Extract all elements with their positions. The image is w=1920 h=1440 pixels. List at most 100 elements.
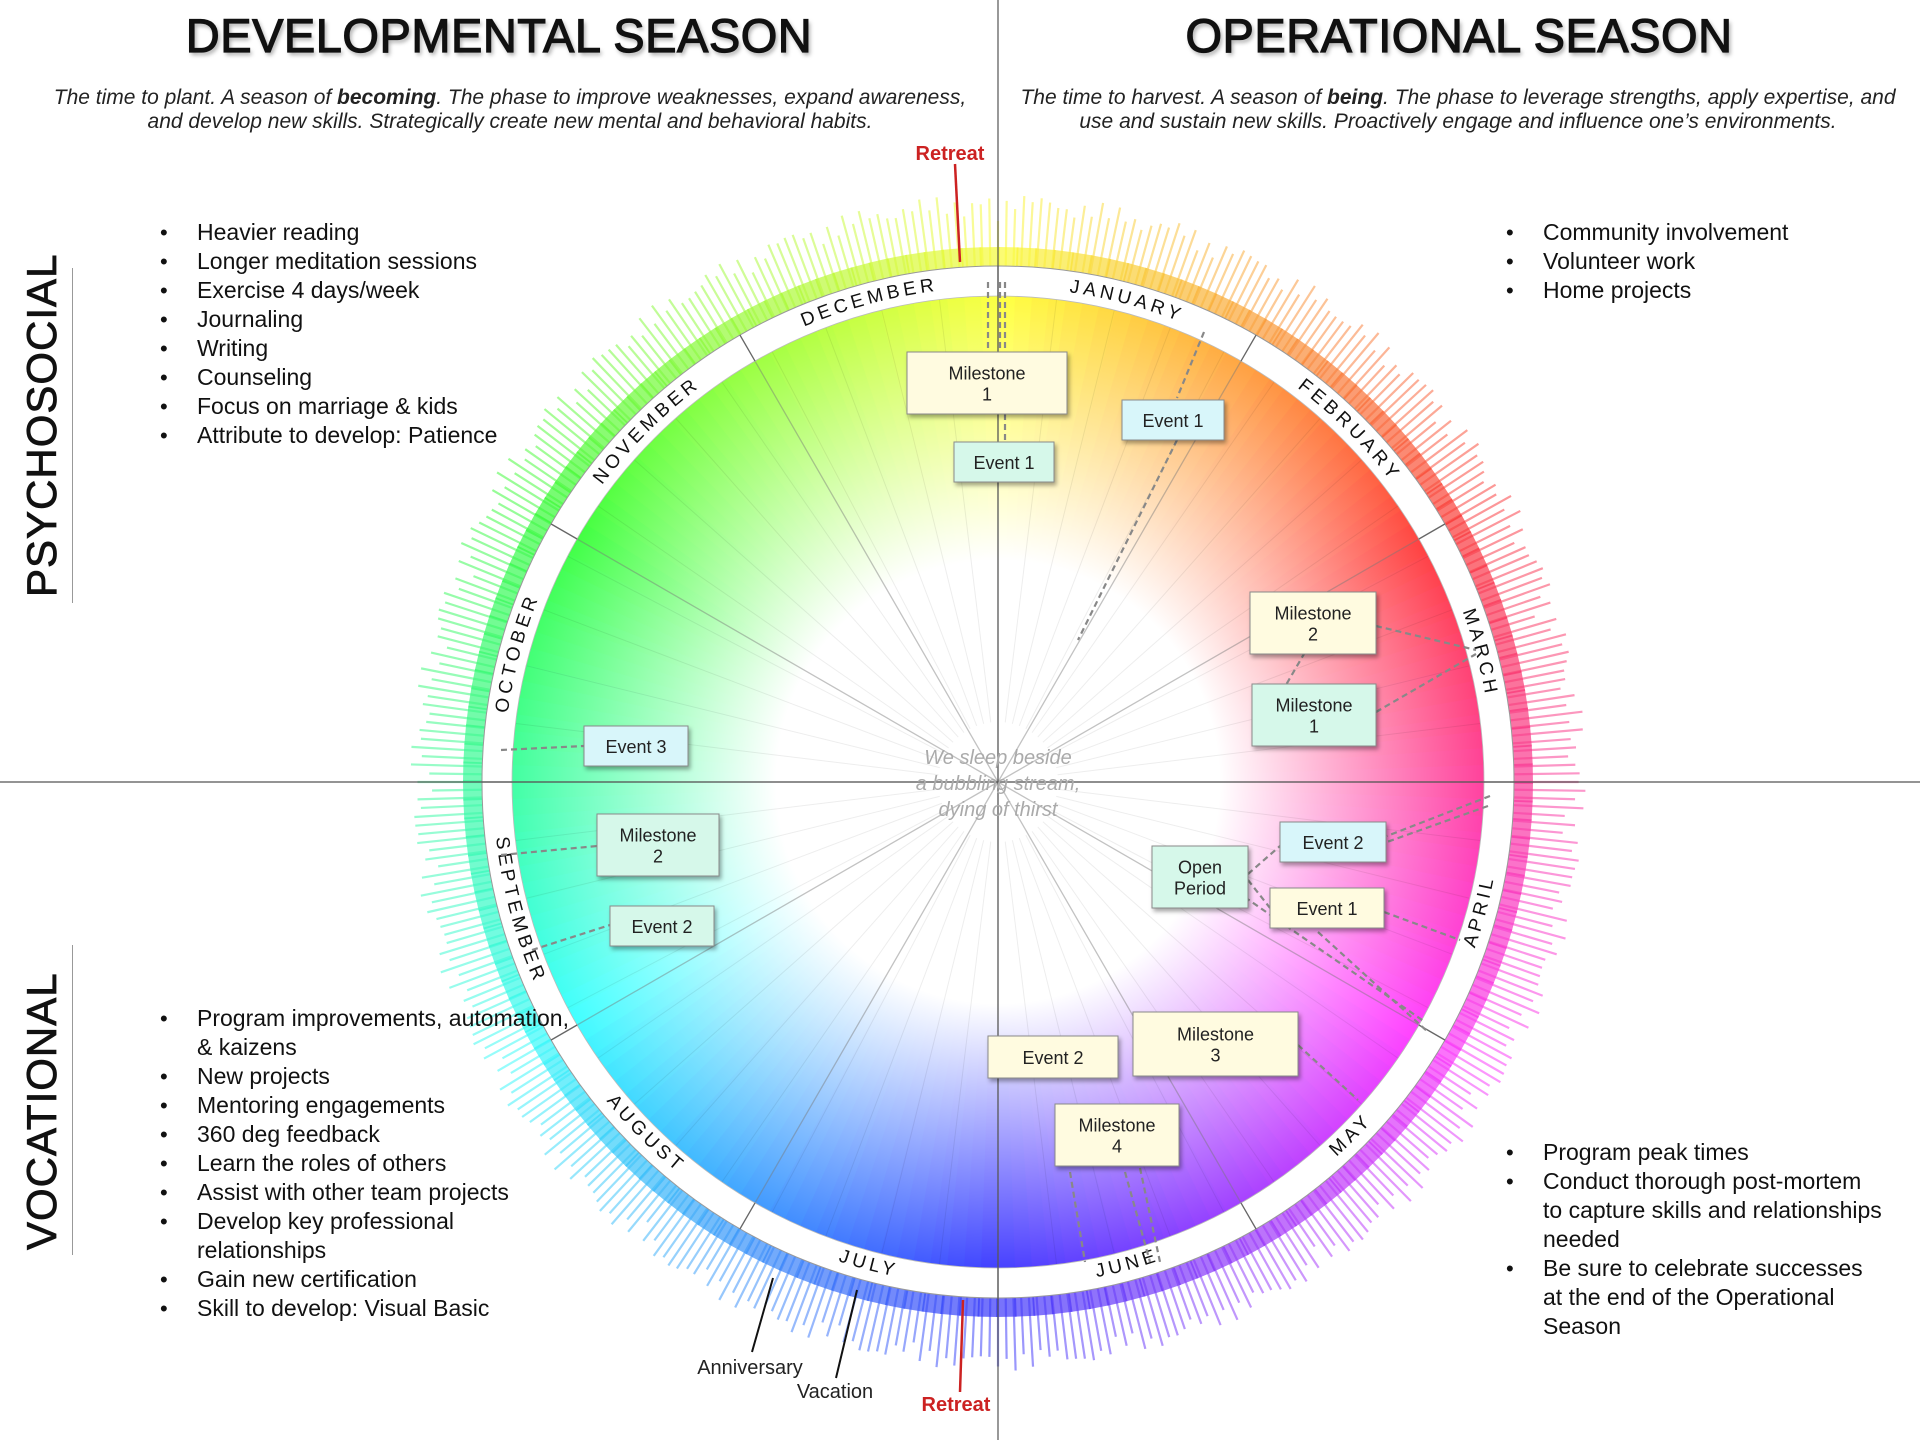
week-line xyxy=(1042,454,1368,743)
week-line xyxy=(1056,795,1477,901)
connector-line xyxy=(500,744,585,752)
list-item: Focus on marriage & kids xyxy=(160,392,580,421)
timeline-box-bg xyxy=(583,725,689,767)
list-item: Longer meditation sessions xyxy=(160,247,580,276)
week-line xyxy=(1011,303,1117,724)
list-item: Conduct thorough post-mortem to capture … xyxy=(1506,1167,1886,1254)
week-line xyxy=(670,826,959,1152)
vacation-line xyxy=(835,1289,858,1379)
connector-line xyxy=(1375,624,1477,652)
list-item: Community involvement xyxy=(1506,218,1886,247)
timeline-box-label: 2 xyxy=(653,847,663,867)
week-line xyxy=(1050,552,1435,755)
operational-season-title: OPERATIONAL SEASON xyxy=(1185,8,1733,62)
list-item: Journaling xyxy=(160,305,580,334)
timeline-box: Event 1 xyxy=(953,441,1055,483)
week-line xyxy=(628,821,954,1110)
center-quote-line: dying of thirst xyxy=(939,799,1059,821)
timeline-box-label: Milestone xyxy=(948,364,1025,384)
month-tick xyxy=(739,334,756,362)
timeline-box-bg xyxy=(1279,821,1387,863)
connector-line xyxy=(1386,804,1489,844)
anniversary-label: Anniversary xyxy=(697,1357,803,1379)
list-item: Program peak times xyxy=(1506,1138,1886,1167)
connector-line xyxy=(1247,879,1271,909)
week-line xyxy=(561,552,946,755)
timeline-box-label: 4 xyxy=(1112,1137,1122,1157)
timeline-box: Event 3 xyxy=(583,725,689,767)
week-line xyxy=(822,837,978,1244)
list-item: Volunteer work xyxy=(1506,247,1886,276)
week-line xyxy=(1053,802,1460,958)
list-item: Counseling xyxy=(160,363,580,392)
list-item: Skill to develop: Visual Basic xyxy=(160,1294,580,1323)
week-line xyxy=(938,841,992,1272)
connector-line xyxy=(1068,1171,1087,1263)
timeline-box-label: Event 3 xyxy=(605,737,666,757)
week-line xyxy=(1031,831,1279,1189)
list-item: Writing xyxy=(160,334,580,363)
timeline-box-bg xyxy=(1121,399,1225,441)
month-divider xyxy=(742,781,999,1224)
timeline-box-label: Event 2 xyxy=(1022,1048,1083,1068)
retreat-line-bottom xyxy=(958,1299,965,1393)
timeline-box-bg xyxy=(1054,1103,1180,1167)
month-divider xyxy=(997,781,1440,1038)
week-line xyxy=(536,802,943,958)
connector-line xyxy=(1383,910,1461,942)
connector-line xyxy=(1219,879,1426,1023)
week-line xyxy=(519,795,940,901)
list-item: Exercise 4 days/week xyxy=(160,276,580,305)
month-divider xyxy=(556,781,999,1038)
week-line xyxy=(1037,412,1326,738)
list-item: Heavier reading xyxy=(160,218,580,247)
psychosocial-developmental-list: Heavier readingLonger meditation session… xyxy=(160,218,580,450)
operational-description: The time to harvest. A season of being. … xyxy=(1008,86,1908,134)
timeline-box-bg xyxy=(596,813,720,877)
week-line xyxy=(1031,375,1279,733)
vocational-operational-list: Program peak timesConduct thorough post-… xyxy=(1506,1138,1886,1341)
week-line xyxy=(879,303,985,724)
timeline-box-bg xyxy=(906,351,1068,415)
op-desc-pre: The time to harvest. A season of xyxy=(1020,86,1328,109)
vocational-developmental-list: Program improvements, automation, & kaiz… xyxy=(160,1004,580,1323)
week-line xyxy=(1037,826,1326,1152)
month-tick xyxy=(739,1202,756,1230)
timeline-box: Event 1 xyxy=(1269,887,1385,929)
list-item: Be sure to celebrate successes at the en… xyxy=(1506,1254,1886,1341)
connector-line xyxy=(1317,931,1429,1033)
connector-line xyxy=(1077,439,1178,641)
week-line xyxy=(628,454,954,743)
week-line xyxy=(822,320,978,727)
week-line xyxy=(768,345,971,730)
week-line xyxy=(1050,809,1435,1012)
timeline-box: Event 1 xyxy=(1121,399,1225,441)
timeline-box-bg xyxy=(987,1035,1119,1079)
timeline-box-bg xyxy=(1251,683,1377,747)
timeline-box-label: Event 2 xyxy=(631,917,692,937)
timeline-box-label: Milestone xyxy=(1078,1116,1155,1136)
connector-line xyxy=(531,923,611,952)
psychosocial-operational-list: Community involvementVolunteer workHome … xyxy=(1506,218,1886,305)
anniversary-line xyxy=(751,1277,774,1353)
connector-line xyxy=(500,844,598,857)
center-quote-line: We sleep beside xyxy=(924,747,1072,769)
week-line xyxy=(591,501,949,749)
timeline-box-label: 2 xyxy=(1308,625,1318,645)
week-line xyxy=(1047,501,1405,749)
list-item: Home projects xyxy=(1506,276,1886,305)
timeline-box-bg xyxy=(609,905,715,947)
list-item: Learn the roles of others xyxy=(160,1149,580,1178)
month-tick xyxy=(550,523,578,540)
connector-line xyxy=(1138,1167,1162,1263)
connector-line xyxy=(1123,1171,1152,1263)
op-desc-post: . The phase to leverage strengths, apply… xyxy=(1079,86,1896,133)
week-line xyxy=(536,606,943,762)
